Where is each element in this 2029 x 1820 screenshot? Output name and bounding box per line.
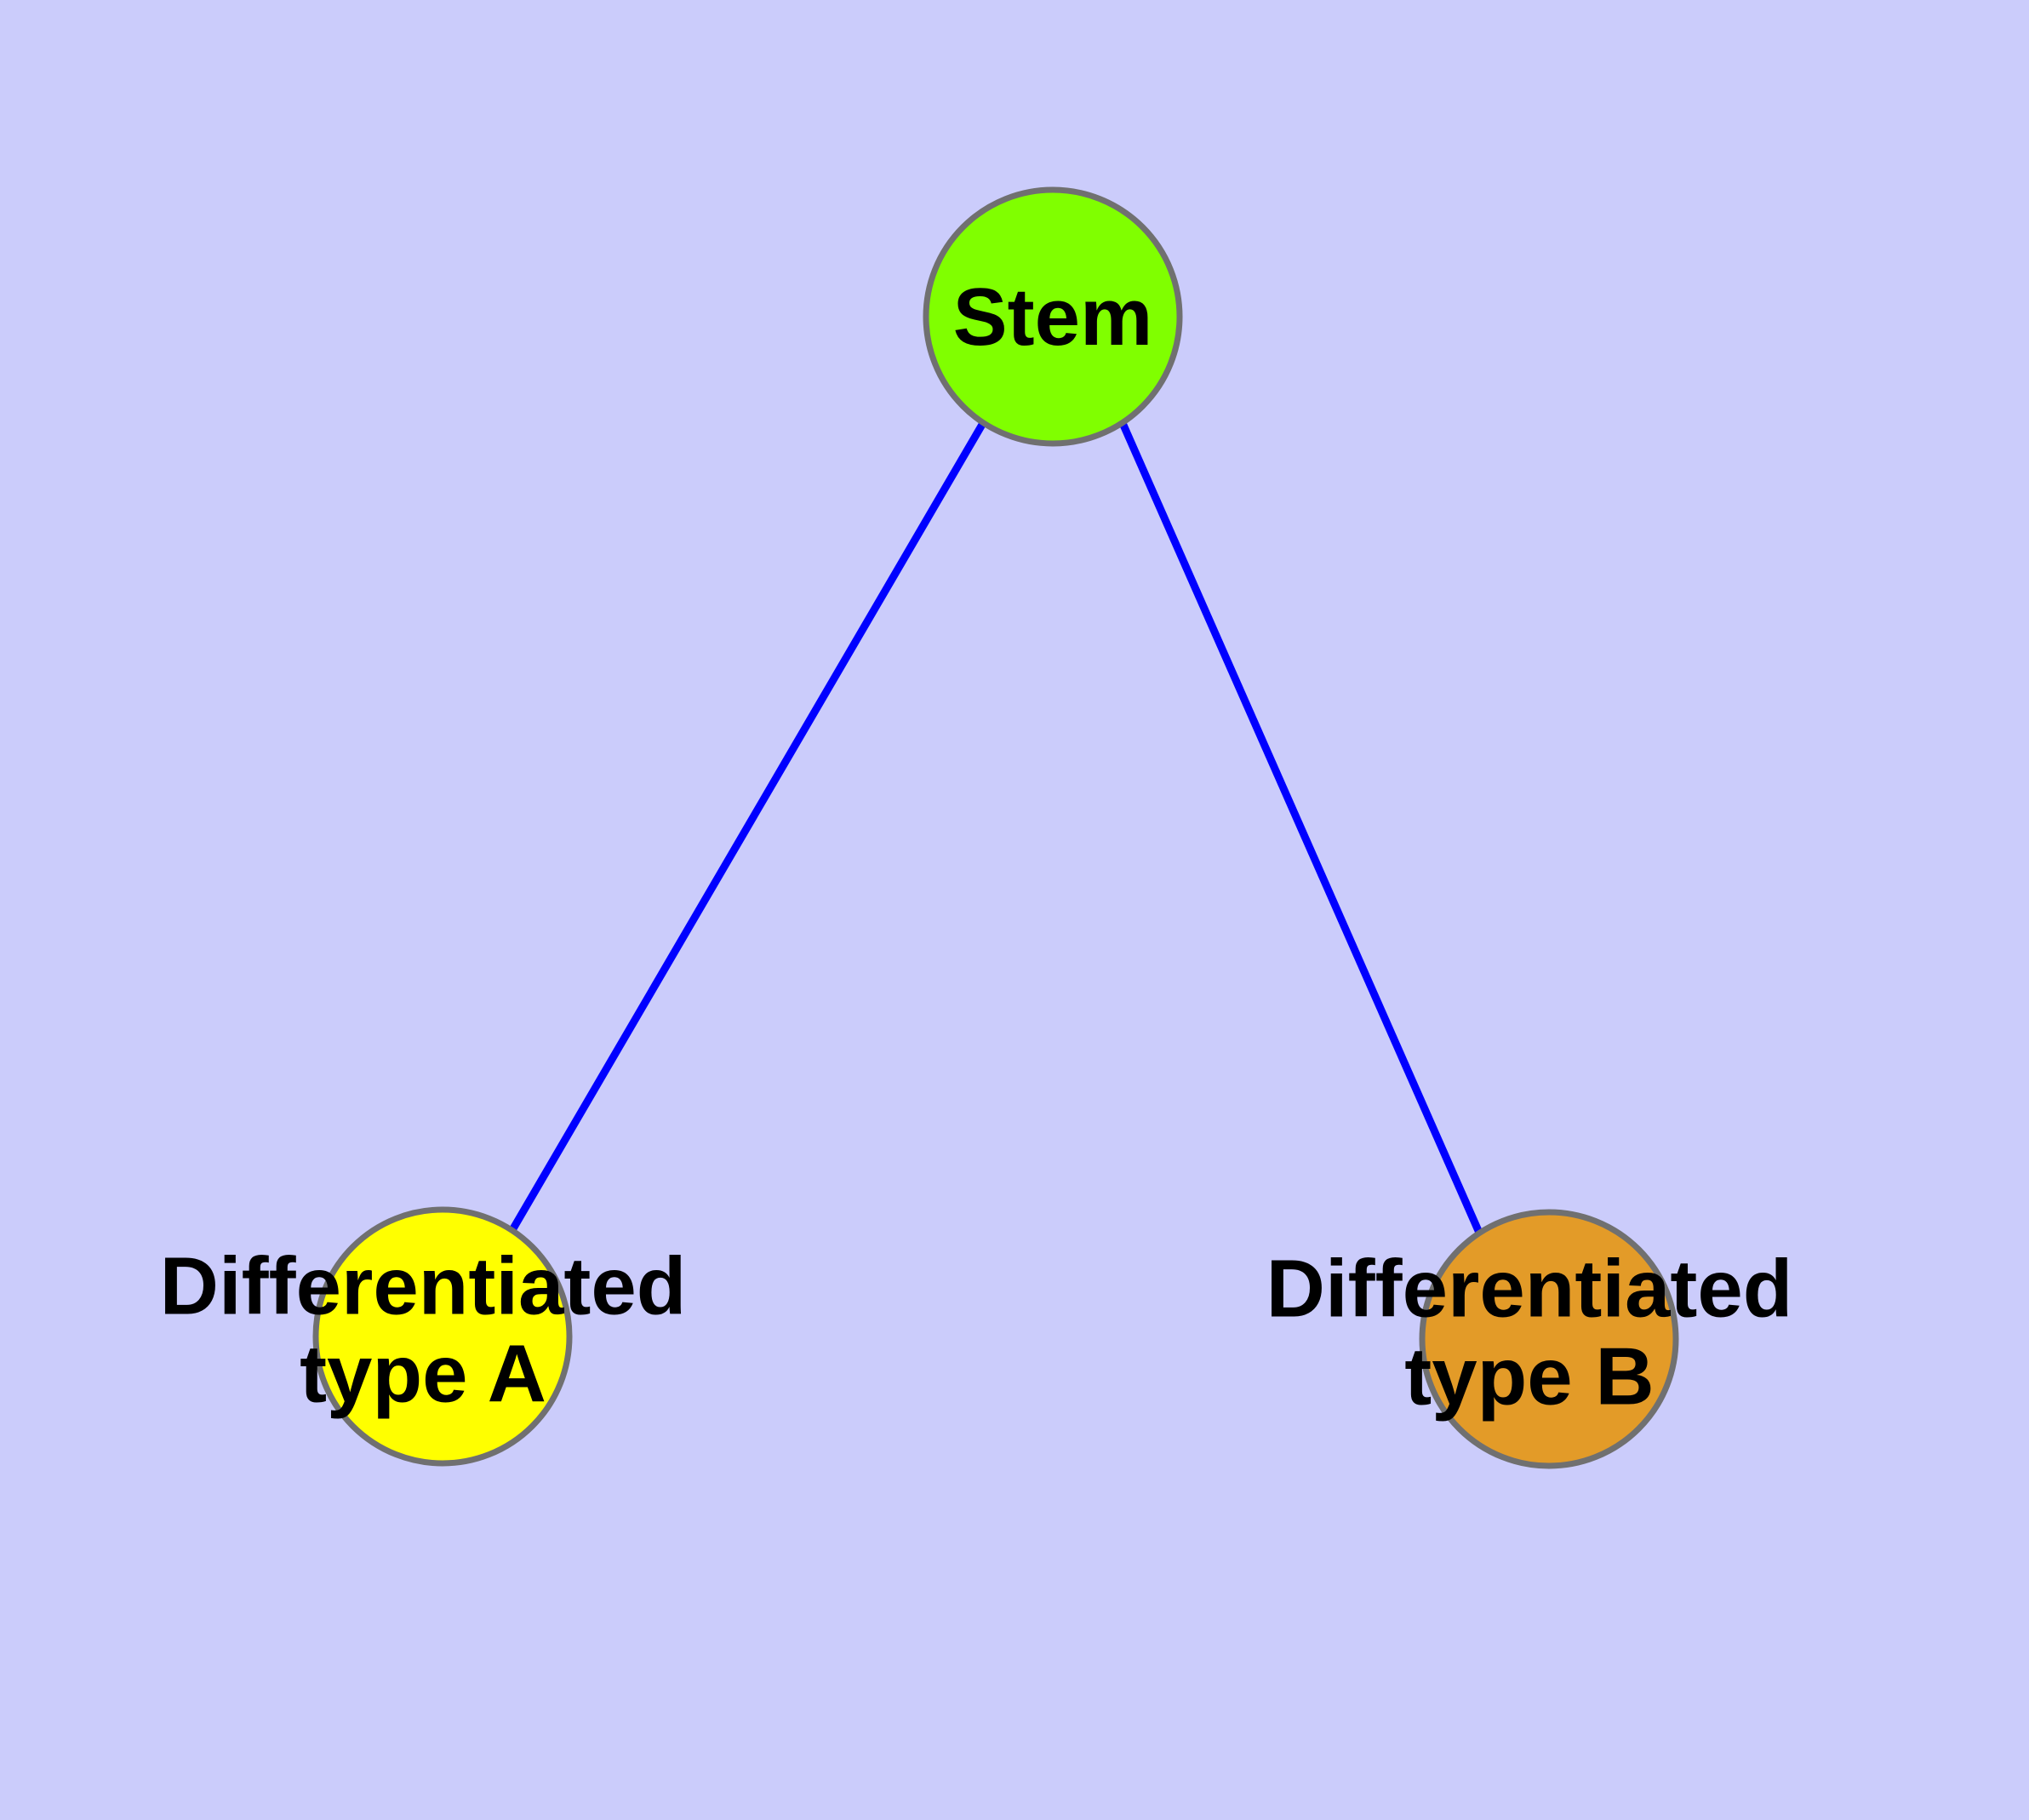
nodes-layer (312, 186, 1679, 1469)
node-diff-a[interactable] (312, 1206, 573, 1467)
node-label-line: Stem (953, 272, 1153, 363)
node-label-line: type A (300, 1329, 546, 1420)
node-label-line: Differentiated (160, 1241, 687, 1332)
node-label-line: type B (1404, 1331, 1654, 1422)
edge-stem-to-diff-a[interactable] (509, 421, 986, 1233)
edge-stem-to-diff-b[interactable] (1118, 421, 1483, 1234)
node-stem[interactable] (923, 186, 1183, 447)
edges-layer (509, 421, 1483, 1234)
node-diff-b[interactable] (1419, 1209, 1679, 1469)
node-label-stem: Stem (953, 272, 1153, 363)
node-label-line: Differentiated (1266, 1244, 1793, 1335)
